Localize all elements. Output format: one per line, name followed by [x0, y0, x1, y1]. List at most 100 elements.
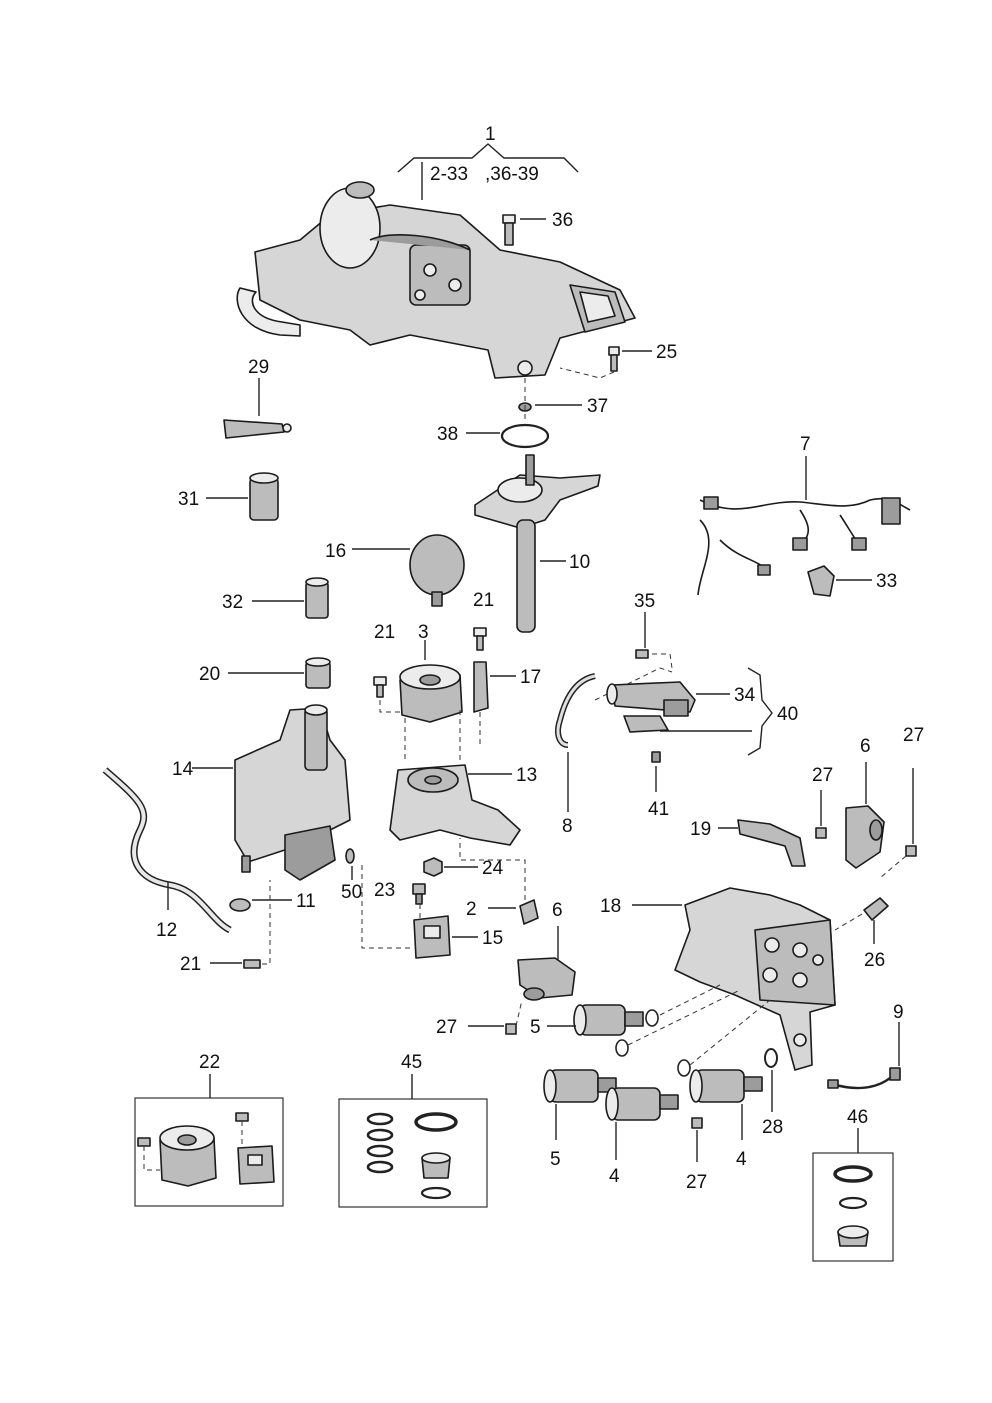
callout-27-lower-right: 27	[686, 1172, 707, 1193]
callout-8: 8	[562, 816, 573, 837]
callout-13: 13	[516, 765, 537, 786]
callout-32: 32	[222, 592, 243, 613]
bolt-21-lower	[210, 880, 271, 969]
o-ring-38	[466, 423, 550, 449]
callout-4-left: 4	[609, 1166, 620, 1187]
callout-50: 50	[341, 882, 362, 903]
part-31-sleeve	[206, 472, 279, 521]
callout-21-left: 21	[374, 622, 395, 643]
part-7-wiring-harness	[697, 456, 911, 596]
callout-15: 15	[482, 928, 503, 949]
seal-28	[764, 1048, 778, 1112]
callout-34: 34	[734, 685, 756, 706]
part-20-nut	[228, 657, 331, 689]
callout-20: 20	[199, 664, 220, 685]
callout-37: 37	[587, 396, 608, 417]
callout-26: 26	[864, 950, 885, 971]
callout-31: 31	[178, 489, 199, 510]
callout-23: 23	[374, 880, 395, 901]
bolt-27-lower-right	[691, 1117, 703, 1162]
part-29-tube	[223, 378, 292, 439]
part-34-actuator	[606, 681, 730, 717]
part-41-sensor	[623, 715, 669, 792]
callout-11: 11	[296, 891, 316, 912]
callout-21-upper: 21	[473, 590, 494, 611]
solenoid-valve-5-upper	[547, 984, 721, 1036]
kit-45-box	[338, 1074, 488, 1208]
seal-37	[518, 378, 582, 420]
part-11-clamp	[229, 898, 292, 912]
callout-10: 10	[569, 552, 590, 573]
part-9-cable	[827, 1022, 901, 1090]
bolt-21-upper	[473, 627, 487, 651]
part-32-sleeve	[252, 577, 329, 619]
part-18-valve-body	[632, 887, 836, 1071]
part-16-accumulator	[352, 534, 465, 607]
callout-41: 41	[648, 799, 669, 820]
bolt-23	[412, 883, 426, 920]
callout-1: 1	[485, 124, 496, 145]
callout-19: 19	[690, 819, 711, 840]
callout-22: 22	[199, 1052, 220, 1073]
part-14-reservoir	[192, 704, 351, 881]
callout-2: 2	[466, 899, 477, 920]
callout-16: 16	[325, 541, 346, 562]
bolt-35	[635, 612, 673, 669]
part-15-cover	[413, 915, 478, 959]
callout-9: 9	[893, 1002, 904, 1023]
callout-7: 7	[800, 434, 811, 455]
part-24-nut	[423, 857, 478, 877]
callout-5-upper: 5	[530, 1017, 541, 1038]
part-2-plug	[459, 838, 539, 925]
callout-28: 28	[762, 1117, 783, 1138]
solenoid-valve-4-left	[605, 999, 771, 1160]
bolt-36	[502, 214, 546, 246]
callout-35: 35	[634, 591, 655, 612]
callout-5-lower: 5	[550, 1149, 561, 1170]
callout-14: 14	[172, 759, 194, 780]
callout-3: 3	[418, 622, 429, 643]
callout-40: 40	[777, 704, 798, 725]
callout-24: 24	[482, 858, 504, 879]
callout-36: 36	[552, 210, 573, 231]
part-17-bracket	[473, 661, 516, 745]
part-8-hose	[555, 667, 673, 812]
callout-6-upper: 6	[860, 736, 871, 757]
part-6-sensor-lower	[517, 926, 576, 1001]
callout-21-lower: 21	[180, 954, 201, 975]
callout-6-lower: 6	[552, 900, 563, 921]
part-13-housing	[389, 764, 521, 846]
bolt-27-lower-left	[468, 999, 523, 1035]
callout-2-33: 2-33	[430, 164, 468, 185]
mechatronic-unit	[236, 181, 636, 379]
part-19-bracket	[718, 819, 806, 867]
part-6-sensor-upper	[845, 762, 885, 869]
part-3-sensor-housing	[399, 640, 463, 760]
callout-29: 29	[248, 357, 269, 378]
part-50-ring	[345, 848, 412, 949]
callout-4-right: 4	[736, 1149, 747, 1170]
callout-46: 46	[847, 1107, 868, 1128]
bolt-27-right	[879, 768, 917, 879]
part-40-brace	[660, 667, 773, 756]
callout-36-39: ,36-39	[485, 164, 539, 185]
callout-33: 33	[876, 571, 897, 592]
callout-27-far-right: 27	[903, 725, 924, 746]
kit-22-box	[134, 1074, 284, 1207]
callout-45: 45	[401, 1052, 422, 1073]
callout-38: 38	[437, 424, 458, 445]
callout-17: 17	[520, 667, 541, 688]
callout-12: 12	[156, 920, 177, 941]
part-10-selector-shaft	[474, 454, 601, 633]
assembly-bracket	[397, 143, 579, 200]
bolt-21-left	[373, 676, 405, 713]
bolt-27-center	[815, 790, 827, 839]
callout-18: 18	[600, 896, 621, 917]
part-12-hose	[102, 767, 232, 934]
callout-25: 25	[656, 342, 677, 363]
bolt-25	[559, 346, 652, 379]
callout-27-lower-left: 27	[436, 1017, 457, 1038]
kit-46-box	[812, 1128, 894, 1262]
solenoid-valve-4-right	[689, 1069, 763, 1140]
